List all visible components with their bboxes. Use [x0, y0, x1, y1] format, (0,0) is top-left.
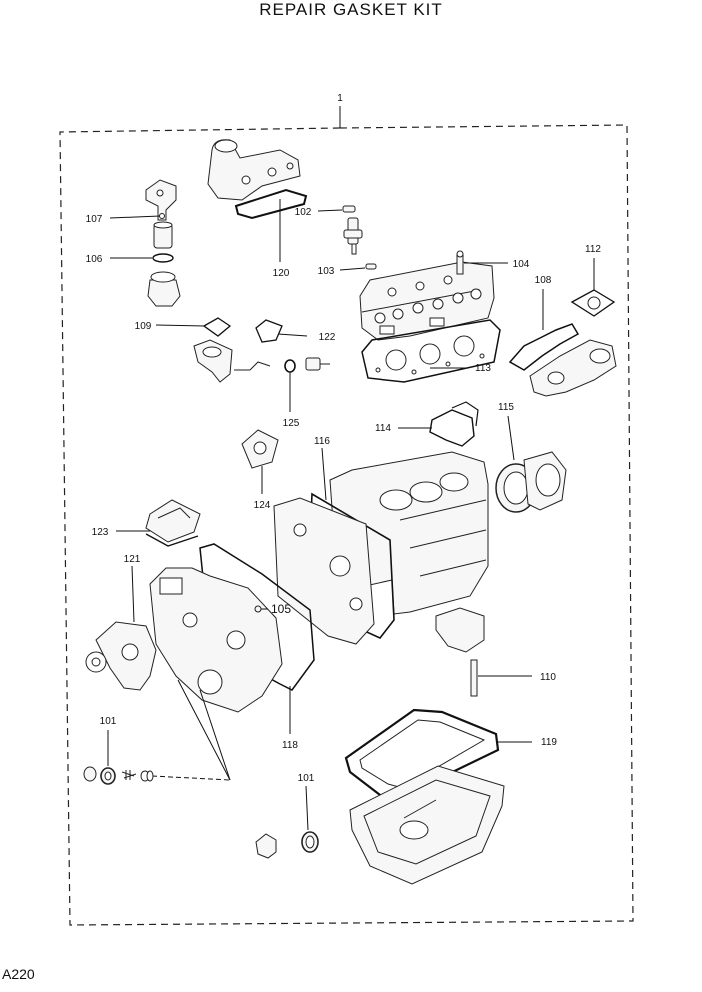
oil-pan-stiffener	[435, 607, 485, 653]
kit-boundary	[59, 124, 634, 926]
cylinder-head	[359, 261, 495, 341]
side-seal-110	[470, 659, 478, 697]
callout-107[interactable]: 107	[86, 214, 103, 225]
callout-1[interactable]: 1	[337, 93, 343, 104]
thermostat-cover	[145, 179, 177, 221]
callout-121[interactable]: 121	[124, 554, 141, 565]
callout-123[interactable]: 123	[92, 527, 109, 538]
oil-pan	[349, 765, 505, 885]
callout-115[interactable]: 115	[498, 402, 514, 413]
callout-119[interactable]: 119	[541, 737, 557, 748]
callout-105[interactable]: 105	[271, 602, 291, 616]
manifold-gasket-108	[508, 323, 580, 371]
gasket-109	[202, 317, 232, 337]
callout-118[interactable]: 118	[282, 740, 298, 751]
part-107-ring	[159, 213, 165, 219]
callout-124[interactable]: 124	[254, 500, 271, 511]
page-reference: A220	[2, 966, 35, 982]
oring-106	[152, 253, 174, 263]
callout-106[interactable]: 106	[86, 254, 103, 265]
flywheel-housing-seal-115	[495, 451, 567, 513]
exhaust-gasket-112	[570, 289, 616, 317]
head-gasket-113	[361, 319, 501, 383]
thermostat-outlet-housing	[207, 139, 301, 201]
temperature-sender	[305, 357, 330, 371]
callout-110[interactable]: 110	[540, 672, 556, 683]
fuel-injector	[343, 217, 363, 255]
cover-124	[241, 429, 279, 469]
thermostat	[147, 271, 181, 307]
breather-cover-123	[145, 499, 201, 543]
washer-125	[284, 359, 296, 373]
callout-101-bottom[interactable]: 101	[298, 773, 315, 784]
callout-109[interactable]: 109	[135, 321, 152, 332]
callout-101-left[interactable]: 101	[100, 716, 117, 727]
callout-122[interactable]: 122	[319, 332, 336, 343]
gasket-122	[255, 319, 283, 343]
callout-103[interactable]: 103	[318, 266, 335, 277]
callout-104[interactable]: 104	[513, 259, 530, 270]
end-plate	[273, 497, 375, 645]
callout-116[interactable]: 116	[314, 436, 330, 447]
callout-112[interactable]: 112	[585, 244, 601, 255]
gear-case	[149, 567, 283, 713]
crank-seal-101-left	[83, 766, 154, 785]
injector-seal-103	[365, 263, 377, 270]
page-title: REPAIR GASKET KIT	[259, 0, 443, 19]
callout-102[interactable]: 102	[295, 207, 312, 218]
valve-stem-seal-104	[456, 250, 464, 275]
callout-114[interactable]: 114	[375, 423, 391, 434]
water-pump	[85, 621, 157, 691]
injector-seal-102	[342, 205, 356, 213]
water-pipe-flange	[193, 339, 233, 383]
outlet-gasket-120	[234, 188, 308, 220]
callout-113[interactable]: 113	[475, 363, 491, 374]
callout-125[interactable]: 125	[283, 418, 300, 429]
thermostat-sleeve	[153, 221, 173, 249]
callout-108[interactable]: 108	[535, 275, 552, 286]
gasket-114	[429, 409, 475, 447]
callout-120[interactable]: 120	[273, 268, 290, 279]
exhaust-manifold	[529, 339, 617, 397]
crank-seal-101-bottom	[255, 831, 319, 859]
